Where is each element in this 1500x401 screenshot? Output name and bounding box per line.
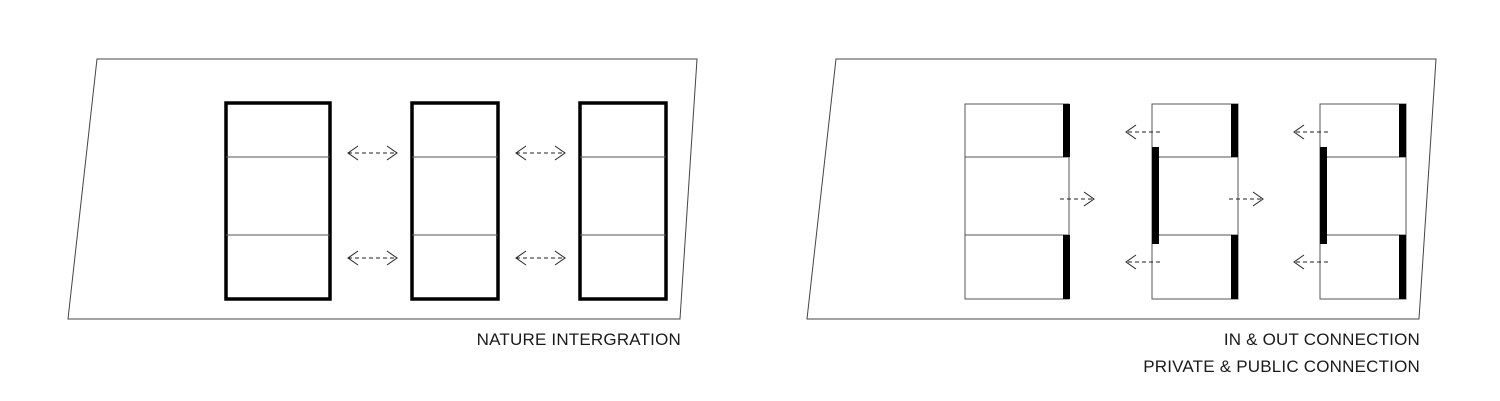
right-building-1 bbox=[964, 103, 1070, 300]
left-building-2 bbox=[410, 101, 500, 301]
right-building-2 bbox=[1151, 103, 1239, 300]
building-outline bbox=[410, 101, 500, 301]
building-outline bbox=[1151, 103, 1239, 300]
solid-wall bbox=[1320, 147, 1327, 244]
solid-wall bbox=[1231, 235, 1238, 299]
solid-wall bbox=[1399, 104, 1406, 157]
solid-wall bbox=[1152, 147, 1159, 244]
building-outline bbox=[224, 101, 332, 301]
caption-nature-integration: NATURE INTERGRATION bbox=[476, 330, 681, 349]
caption-private-public-connection: PRIVATE & PUBLIC CONNECTION bbox=[1143, 357, 1420, 376]
left-double-arrows bbox=[347, 145, 566, 266]
left-panel bbox=[67, 58, 698, 320]
left-ground-plane bbox=[67, 58, 698, 320]
left-caption: NATURE INTERGRATION bbox=[477, 326, 681, 353]
solid-wall bbox=[1231, 104, 1238, 157]
solid-wall bbox=[1399, 235, 1406, 299]
right-building-3 bbox=[1319, 103, 1407, 300]
solid-wall bbox=[1063, 235, 1070, 299]
right-caption: IN & OUT CONNECTION PRIVATE & PUBLIC CON… bbox=[1143, 326, 1420, 380]
building-outline bbox=[1319, 103, 1407, 300]
left-building-1 bbox=[224, 101, 332, 301]
left-building-3 bbox=[578, 101, 668, 301]
solid-wall bbox=[1063, 104, 1070, 157]
right-ground-plane bbox=[806, 58, 1437, 320]
caption-in-out-connection: IN & OUT CONNECTION bbox=[1223, 330, 1420, 349]
right-connection-arrows bbox=[1060, 124, 1328, 270]
building-outline bbox=[964, 103, 1070, 300]
right-panel bbox=[806, 58, 1437, 320]
building-outline bbox=[578, 101, 668, 301]
